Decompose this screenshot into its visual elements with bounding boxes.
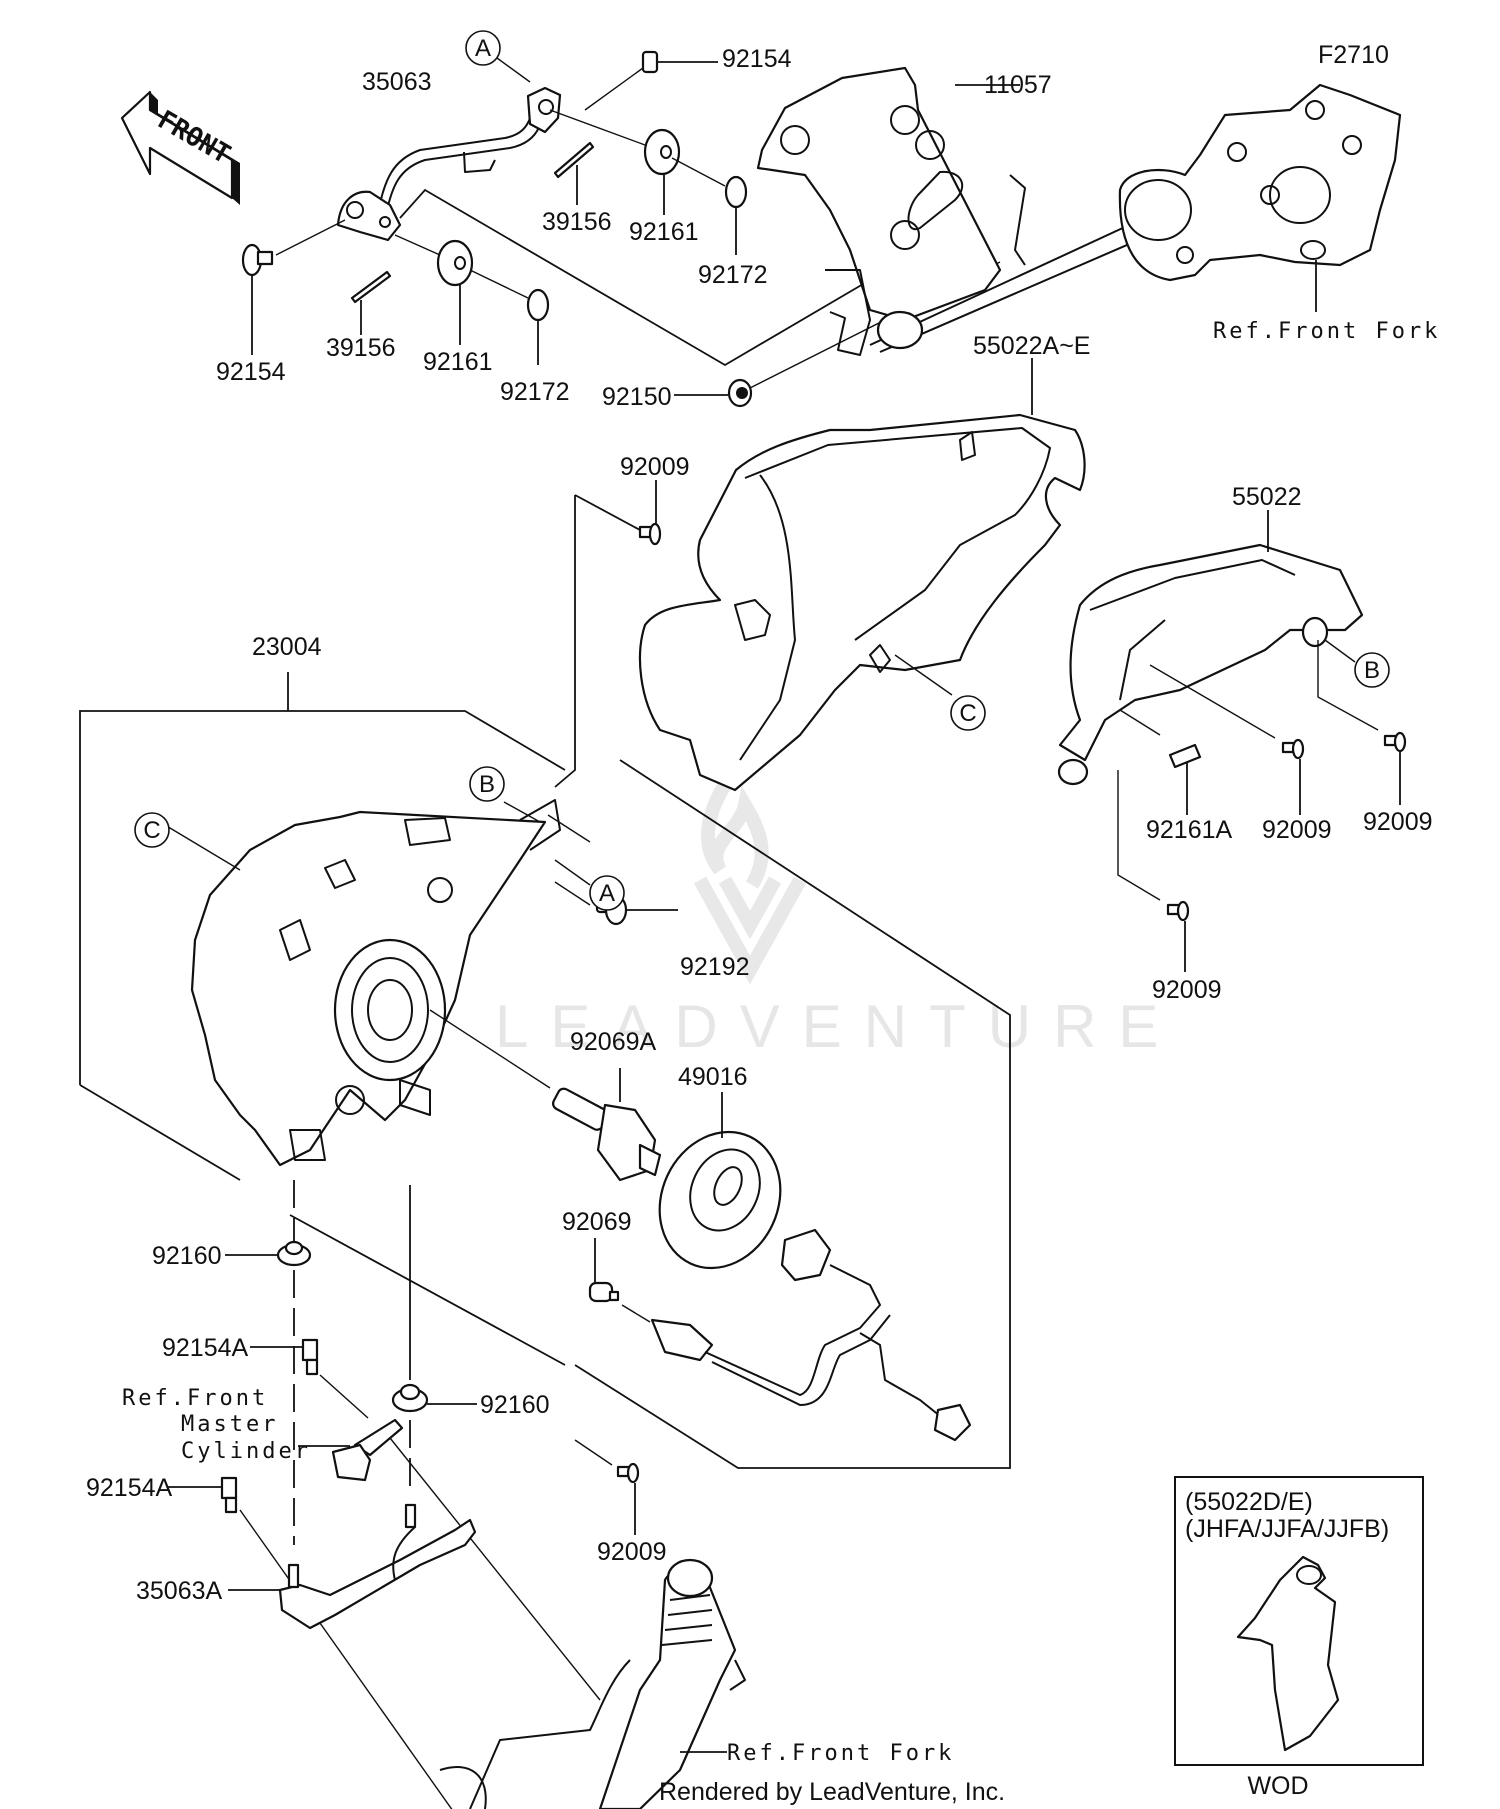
- part-fork-bottom[interactable]: [439, 1558, 746, 1809]
- inset-variant-box: (55022D/E) (JHFA/JJFA/JJFB) WOD: [1174, 1476, 1424, 1800]
- washer-92172-upper[interactable]: [724, 175, 748, 209]
- ref-front-fork-top[interactable]: Ref.Front Fork: [1213, 319, 1440, 344]
- callout-B-mid: B: [469, 766, 505, 802]
- label-92009-c[interactable]: 92009: [1363, 808, 1433, 836]
- screw-92154-top[interactable]: [641, 50, 659, 74]
- clip-39156-upper[interactable]: [553, 141, 595, 179]
- credit-text: Rendered by LeadVenture, Inc.: [659, 1778, 1005, 1806]
- label-92192[interactable]: 92192: [680, 953, 750, 981]
- ref-front-fork-bottom[interactable]: Ref.Front Fork: [727, 1741, 954, 1766]
- label-11057[interactable]: 11057: [984, 71, 1052, 99]
- ref-master-cylinder-line1[interactable]: Ref.Front: [122, 1386, 268, 1411]
- part-23004-headlight[interactable]: [190, 799, 561, 1167]
- label-92069A[interactable]: 92069A: [570, 1028, 657, 1056]
- label-92154A-b[interactable]: 92154A: [86, 1474, 173, 1502]
- svg-text:B: B: [479, 771, 495, 798]
- label-92009-a[interactable]: 92009: [620, 453, 690, 481]
- label-35063[interactable]: 35063: [362, 68, 432, 96]
- label-55022AE[interactable]: 55022A~E: [973, 332, 1090, 360]
- bulb-92069[interactable]: [588, 1281, 620, 1303]
- part-fork-top-bracket[interactable]: [1118, 83, 1402, 282]
- inset-model-line1: (55022D/E): [1185, 1488, 1313, 1516]
- svg-text:B: B: [1364, 657, 1380, 684]
- label-92172-upper[interactable]: 92172: [698, 261, 768, 289]
- watermark-text: LEADVENTURE: [495, 993, 1180, 1060]
- label-35063A[interactable]: 35063A: [136, 1577, 223, 1605]
- hardware-upper: [241, 50, 1001, 408]
- front-arrow: FRONT: [120, 90, 240, 205]
- clip-92161A[interactable]: [1168, 743, 1202, 769]
- label-92160-b[interactable]: 92160: [480, 1391, 550, 1419]
- hardware-lower: [168, 1180, 640, 1809]
- inset-model-line2: (JHFA/JJFA/JJFB): [1185, 1515, 1389, 1543]
- label-23004[interactable]: 23004: [252, 633, 322, 661]
- callout-B-right: B: [1354, 652, 1390, 688]
- watermark-v-icon: [693, 876, 807, 985]
- svg-text:A: A: [475, 35, 491, 62]
- ref-master-cylinder-line2[interactable]: Master: [181, 1412, 278, 1437]
- screw-92009-a[interactable]: [638, 522, 662, 546]
- hardware-headlight: [164, 801, 972, 1442]
- watermark: LEADVENTURE: [495, 765, 1180, 1060]
- label-92154-left[interactable]: 92154: [216, 358, 286, 386]
- bulb-92069A[interactable]: [551, 1087, 662, 1182]
- inset-part-55022DE-shape[interactable]: [1236, 1555, 1340, 1752]
- screw-92009-c[interactable]: [1383, 731, 1407, 753]
- svg-text:C: C: [143, 817, 160, 844]
- ref-master-cylinder-line3[interactable]: Cylinder: [181, 1439, 311, 1464]
- screw-92009-d[interactable]: [1166, 900, 1190, 922]
- label-92154A-a[interactable]: 92154A: [162, 1334, 249, 1362]
- part-55022AE-cowl[interactable]: [638, 413, 1086, 792]
- clip-39156-lower[interactable]: [350, 270, 392, 304]
- screw-92009-b[interactable]: [1281, 738, 1305, 760]
- dust-boot-49016[interactable]: [638, 1112, 802, 1288]
- label-92009-b[interactable]: 92009: [1262, 816, 1332, 844]
- watermark-flame-icon: [701, 765, 769, 889]
- wire-harness[interactable]: [650, 1228, 972, 1442]
- label-92161-upper[interactable]: 92161: [629, 218, 699, 246]
- svg-text:C: C: [959, 700, 976, 727]
- callout-A-top: A: [465, 30, 531, 83]
- rod-end: [876, 310, 924, 350]
- hardware-right: [894, 639, 1407, 972]
- label-39156-lower[interactable]: 39156: [326, 334, 396, 362]
- master-cylinder-clamp[interactable]: [331, 1418, 404, 1482]
- label-92150[interactable]: 92150: [602, 383, 672, 411]
- label-92009-e[interactable]: 92009: [597, 1538, 667, 1566]
- label-55022[interactable]: 55022: [1232, 483, 1302, 511]
- part-labels: 35063 92154 11057 39156 92161 92172 9215…: [86, 45, 1433, 1605]
- label-92069[interactable]: 92069: [562, 1208, 632, 1236]
- screw-92009-e[interactable]: [616, 1462, 640, 1484]
- callout-A-mid: A: [554, 859, 625, 911]
- callout-C-left: C: [134, 812, 170, 848]
- part-35063-bracket[interactable]: [336, 86, 562, 242]
- reference-labels: Ref.Front Fork Ref.Front Fork Ref.Front …: [122, 319, 1440, 1766]
- part-35063A-bracket[interactable]: [278, 1503, 477, 1630]
- inset-caption: WOD: [1247, 1772, 1308, 1800]
- screw-92154A-b[interactable]: [220, 1476, 238, 1514]
- label-92160-a[interactable]: 92160: [152, 1242, 222, 1270]
- assembly-frame-23004: [79, 710, 566, 1366]
- label-92161A[interactable]: 92161A: [1146, 816, 1233, 844]
- grommet-92160-b[interactable]: [391, 1383, 429, 1413]
- assembly-line-guide: [574, 494, 641, 531]
- label-39156-upper[interactable]: 39156: [542, 208, 612, 236]
- assembly-line-upper: [399, 188, 871, 367]
- part-55022-cover[interactable]: [1057, 543, 1364, 786]
- label-92161-lower[interactable]: 92161: [423, 348, 493, 376]
- label-92154-top[interactable]: 92154: [722, 45, 792, 73]
- callout-C-right: C: [950, 695, 986, 731]
- label-92172-lower[interactable]: 92172: [500, 378, 570, 406]
- assembly-line-mid: [554, 495, 1011, 1469]
- grommet-92160-a[interactable]: [276, 1240, 312, 1267]
- svg-text:A: A: [599, 880, 615, 907]
- figure-code: F2710: [1318, 41, 1389, 69]
- part-11057-bracket[interactable]: [756, 66, 1026, 356]
- screw-92154A-a[interactable]: [301, 1338, 319, 1376]
- label-49016[interactable]: 49016: [678, 1063, 748, 1091]
- label-92009-d[interactable]: 92009: [1152, 976, 1222, 1004]
- washer-92172-lower[interactable]: [526, 288, 550, 322]
